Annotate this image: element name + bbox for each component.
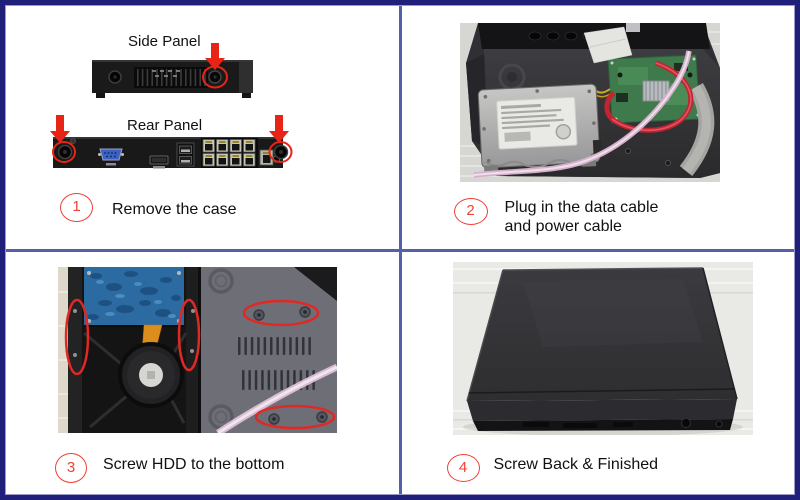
hdd-bottom-view [68, 266, 200, 433]
quadrant-step4: 4 Screw Back & Finished [401, 251, 794, 494]
paper-slip [583, 26, 632, 64]
open-case-cables-photo [459, 23, 720, 182]
quadrant-step2: 2 Plug in the data cable and power cable [401, 6, 794, 249]
mount-screw-holes [253, 305, 328, 425]
vertical-divider [398, 6, 402, 249]
divider-cross [398, 248, 402, 252]
front-panel-details [522, 417, 722, 428]
horizontal-divider [401, 248, 794, 252]
hdd-screw-photo [58, 266, 337, 433]
red-arrow-down-icon [50, 115, 70, 143]
step-number-badge: 2 [453, 198, 488, 225]
hdd-label-text-lines [500, 103, 564, 142]
rear-screw-highlight-ellipses [52, 141, 293, 163]
step-number-badge: 3 [55, 452, 87, 483]
screw-highlight-ellipses [64, 298, 336, 429]
side-panel-label: Side Panel [128, 33, 201, 50]
closed-case-photo [452, 261, 753, 435]
step-label-line1: Plug in the data cable [504, 199, 659, 216]
step-label: Remove the case [112, 201, 237, 218]
rear-panel-device [53, 137, 289, 169]
red-arrow-down-icon [269, 115, 289, 143]
side-panel-device [92, 60, 253, 98]
hard-drive [477, 83, 602, 172]
quadrant-grid: Side Panel Rear Panel 1 Remove the case [6, 6, 794, 494]
vent-slots [238, 336, 315, 390]
step-label-line2: and power cable [504, 217, 622, 235]
step-label: Plug in the data cable and power cable [505, 199, 659, 236]
step-label: Screw Back & Finished [493, 455, 659, 473]
rear-panel-label: Rear Panel [127, 117, 203, 134]
heatsink [642, 80, 669, 102]
step-label: Screw HDD to the bottom [103, 455, 285, 473]
closed-case [465, 266, 738, 431]
red-arrow-down-icon [205, 43, 225, 70]
power-cable [216, 363, 337, 433]
ribbon-cable [679, 83, 714, 176]
rj45-port-row-top [202, 139, 256, 153]
case-bottom [201, 266, 337, 433]
horizontal-divider [6, 248, 399, 252]
step-number-badge: 4 [446, 453, 480, 482]
quadrant-step3: 3 Screw HDD to the bottom [6, 251, 399, 494]
quadrant-step1: Side Panel Rear Panel 1 Remove the case [6, 6, 399, 249]
hdd-pcb [84, 266, 184, 327]
power-cable [473, 50, 692, 178]
rj45-port-row-bottom [202, 153, 256, 167]
vertical-divider [398, 251, 402, 494]
step-number-badge: 1 [60, 193, 93, 222]
panel-diagrams-illustration [50, 43, 293, 169]
spindle-motor [118, 341, 184, 408]
